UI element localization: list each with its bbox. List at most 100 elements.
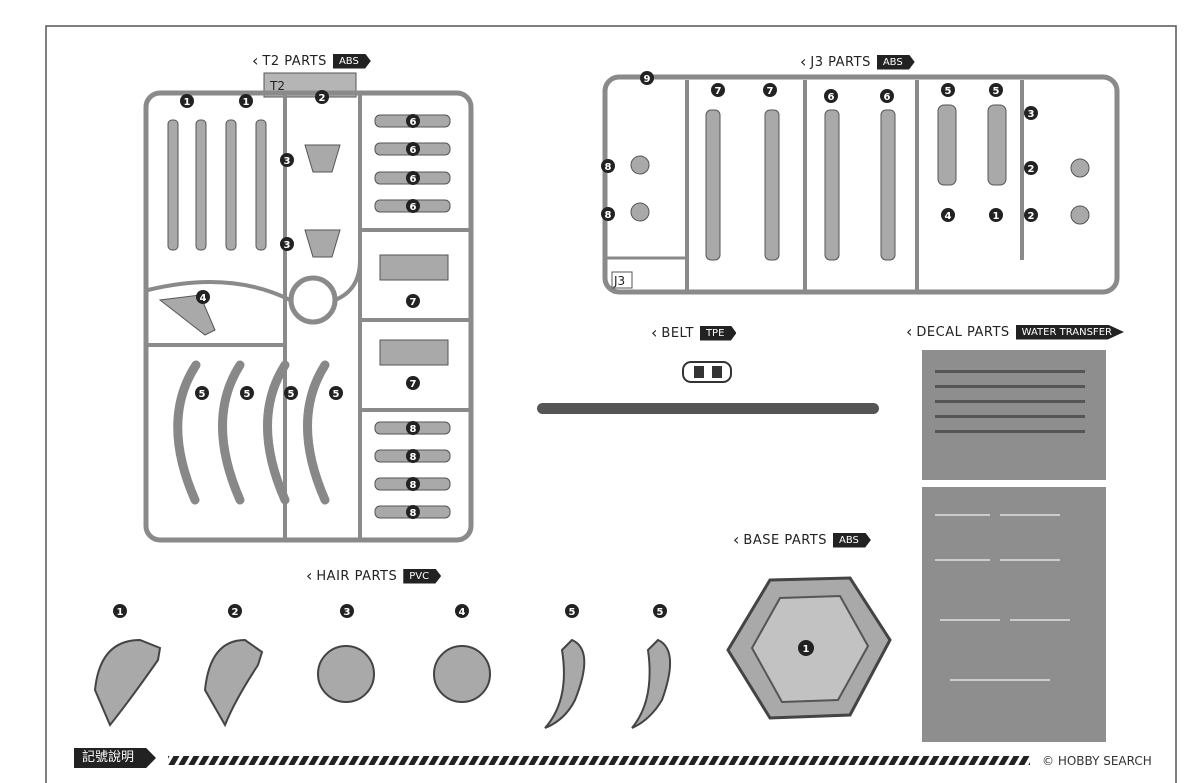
part-number-badge: 6 xyxy=(824,89,838,103)
chevron-left-icon: ‹ xyxy=(651,323,658,342)
part-number-badge: 3 xyxy=(340,604,354,618)
part-number-badge: 2 xyxy=(1024,208,1038,222)
chevron-left-icon: ‹ xyxy=(252,51,259,70)
svg-text:7: 7 xyxy=(715,86,722,97)
base-parts-header: ‹ BASE PARTS ABS xyxy=(733,531,871,549)
part-number-badge: 7 xyxy=(406,376,420,390)
belt-header: ‹ BELT TPE xyxy=(651,323,737,342)
svg-text:8: 8 xyxy=(410,452,417,463)
svg-text:5: 5 xyxy=(288,389,295,400)
part-number-badge: 7 xyxy=(406,294,420,308)
part-number-badge: 6 xyxy=(406,171,420,185)
t2-runner xyxy=(143,72,474,543)
part-number-badge: 7 xyxy=(763,83,777,97)
decal-material-tag: WATER TRANSFER xyxy=(1015,324,1124,340)
svg-text:2: 2 xyxy=(1028,211,1035,222)
svg-text:6: 6 xyxy=(828,92,835,103)
legend-hatch-bar xyxy=(168,756,1030,765)
svg-text:5: 5 xyxy=(657,607,664,618)
part-number-badge: 4 xyxy=(455,604,469,618)
t2-parts-title: T2 PARTS xyxy=(262,53,327,69)
hair-material-tag: PVC xyxy=(403,568,442,584)
svg-text:6: 6 xyxy=(410,145,417,156)
part-number-badge: 2 xyxy=(228,604,242,618)
svg-text:1: 1 xyxy=(184,97,191,108)
svg-text:2: 2 xyxy=(232,607,239,618)
part-number-badge: 3 xyxy=(280,153,294,167)
svg-text:8: 8 xyxy=(605,210,612,221)
t2-runner-label: T2 xyxy=(269,79,285,93)
svg-text:5: 5 xyxy=(945,86,952,97)
part-number-badge: 1 xyxy=(113,604,127,618)
j3-material-tag: ABS xyxy=(876,54,915,70)
part-number-badge: 5 xyxy=(941,83,955,97)
base-parts-title: BASE PARTS xyxy=(743,532,827,548)
svg-text:8: 8 xyxy=(410,480,417,491)
t2-material-tag: ABS xyxy=(332,53,371,69)
part-number-badge: 8 xyxy=(406,421,420,435)
part-number-badge: 8 xyxy=(601,207,615,221)
hair-part-numbers: 1 2 3 4 5 5 xyxy=(113,604,667,618)
part-number-badge: 8 xyxy=(406,449,420,463)
svg-text:1: 1 xyxy=(993,211,1000,222)
svg-text:3: 3 xyxy=(344,607,351,618)
svg-text:7: 7 xyxy=(767,86,774,97)
svg-text:3: 3 xyxy=(284,240,291,251)
t2-parts-header: ‹ T2 PARTS ABS xyxy=(252,52,371,70)
svg-text:6: 6 xyxy=(410,174,417,185)
svg-text:7: 7 xyxy=(410,297,417,308)
part-number-badge: 7 xyxy=(711,83,725,97)
legend-label: 記號說明 xyxy=(74,748,157,768)
part-number-badge: 8 xyxy=(601,159,615,173)
svg-text:8: 8 xyxy=(605,162,612,173)
svg-text:6: 6 xyxy=(884,92,891,103)
svg-text:6: 6 xyxy=(410,117,417,128)
part-number-badge: 5 xyxy=(653,604,667,618)
part-number-badge: 1 xyxy=(798,640,814,656)
decal-parts-title: DECAL PARTS xyxy=(916,324,1010,340)
part-number-badge: 5 xyxy=(989,83,1003,97)
svg-text:5: 5 xyxy=(569,607,576,618)
svg-text:1: 1 xyxy=(243,97,250,108)
hair-parts xyxy=(93,638,672,729)
svg-text:3: 3 xyxy=(284,156,291,167)
page-border xyxy=(45,25,1177,783)
svg-text:2: 2 xyxy=(1028,164,1035,175)
part-number-badge: 6 xyxy=(880,89,894,103)
part-number-badge: 5 xyxy=(195,386,209,400)
j3-parts-title: J3 PARTS xyxy=(810,54,871,70)
svg-text:1: 1 xyxy=(117,607,124,618)
part-number-badge: 9 xyxy=(640,71,654,85)
belt-title: BELT xyxy=(661,325,694,341)
hair-parts-header: ‹ HAIR PARTS PVC xyxy=(306,567,442,585)
chevron-left-icon: ‹ xyxy=(733,530,740,549)
part-number-badge: 4 xyxy=(941,208,955,222)
part-number-badge: 5 xyxy=(329,386,343,400)
svg-text:4: 4 xyxy=(945,211,952,222)
part-number-badge: 2 xyxy=(1024,161,1038,175)
part-number-badge: 6 xyxy=(406,114,420,128)
part-number-badge: 8 xyxy=(406,477,420,491)
hair-parts-title: HAIR PARTS xyxy=(316,568,398,584)
part-number-badge: 8 xyxy=(406,505,420,519)
part-number-badge: 1 xyxy=(239,94,253,108)
svg-text:2: 2 xyxy=(319,93,326,104)
svg-text:6: 6 xyxy=(410,202,417,213)
chevron-left-icon: ‹ xyxy=(906,322,913,341)
svg-text:4: 4 xyxy=(200,293,207,304)
watermark: © HOBBY SEARCH xyxy=(1042,754,1152,768)
svg-text:8: 8 xyxy=(410,424,417,435)
j3-runner xyxy=(602,74,1120,295)
j3-part-numbers: 9 8 8 7 7 6 6 5 5 4 1 3 2 2 xyxy=(601,71,1038,222)
svg-text:4: 4 xyxy=(459,607,466,618)
part-number-badge: 5 xyxy=(565,604,579,618)
part-number-badge: 3 xyxy=(280,237,294,251)
part-number-badge: 3 xyxy=(1024,106,1038,120)
chevron-left-icon: ‹ xyxy=(800,52,807,71)
svg-text:3: 3 xyxy=(1028,109,1035,120)
j3-parts-header: ‹ J3 PARTS ABS xyxy=(800,53,915,71)
decal-parts-header: ‹ DECAL PARTS WATER TRANSFER xyxy=(906,323,1124,341)
j3-runner-label: J3 xyxy=(613,274,625,288)
svg-text:5: 5 xyxy=(333,389,340,400)
